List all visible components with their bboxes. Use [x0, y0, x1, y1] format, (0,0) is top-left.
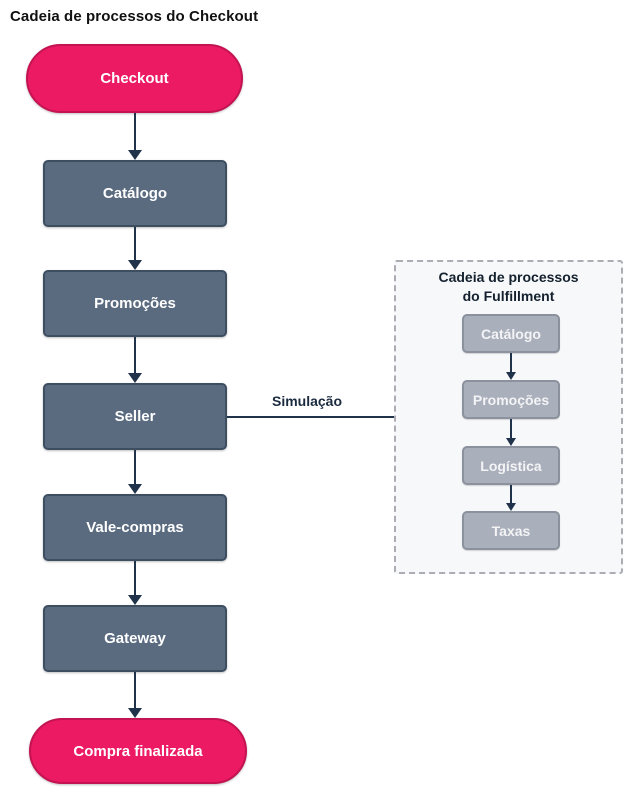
arrow-down-icon	[128, 227, 142, 270]
node-gateway: Gateway	[43, 605, 227, 672]
arrow-down-icon	[128, 450, 142, 494]
arrow-down-icon	[506, 353, 516, 380]
arrow-shaft	[134, 227, 136, 261]
node-vale-compras: Vale-compras	[43, 494, 227, 561]
arrow-down-icon	[128, 113, 142, 160]
arrow-shaft	[134, 113, 136, 151]
node-seller: Seller	[43, 383, 227, 450]
arrow-shaft	[134, 672, 136, 709]
arrow-shaft	[510, 419, 512, 439]
subnode-taxas: Taxas	[462, 511, 560, 550]
connector-simulacao-label: Simulação	[271, 393, 343, 409]
node-catalogo: Catálogo	[43, 160, 227, 227]
fulfillment-panel-title: Cadeia de processos do Fulfillment	[396, 268, 621, 306]
arrowhead-icon	[128, 708, 142, 718]
arrowhead-icon	[506, 503, 516, 511]
node-start-checkout: Checkout	[26, 44, 243, 113]
arrow-down-icon	[506, 485, 516, 511]
node-end-compra-finalizada: Compra finalizada	[29, 718, 247, 784]
arrowhead-icon	[128, 484, 142, 494]
arrowhead-icon	[506, 372, 516, 380]
arrowhead-icon	[506, 438, 516, 446]
fulfillment-title-line1: Cadeia de processos	[438, 269, 579, 285]
arrow-shaft	[510, 485, 512, 504]
node-promocoes: Promoções	[43, 270, 227, 337]
connector-simulacao-line	[227, 416, 394, 418]
arrow-down-icon	[128, 672, 142, 718]
subnode-logistica: Logística	[462, 446, 560, 485]
fulfillment-panel: Cadeia de processos do Fulfillment Catál…	[394, 260, 623, 574]
fulfillment-title-line2: do Fulfillment	[462, 288, 555, 304]
diagram-title: Cadeia de processos do Checkout	[10, 8, 259, 25]
arrowhead-icon	[128, 595, 142, 605]
arrowhead-icon	[128, 260, 142, 270]
arrow-shaft	[134, 561, 136, 596]
arrow-shaft	[510, 353, 512, 373]
subnode-promocoes: Promoções	[462, 380, 560, 419]
arrow-down-icon	[128, 337, 142, 383]
subnode-catalogo: Catálogo	[462, 314, 560, 353]
arrow-shaft	[134, 450, 136, 485]
arrowhead-icon	[128, 373, 142, 383]
arrow-down-icon	[128, 561, 142, 605]
arrow-shaft	[134, 337, 136, 374]
arrowhead-icon	[128, 150, 142, 160]
arrow-down-icon	[506, 419, 516, 446]
